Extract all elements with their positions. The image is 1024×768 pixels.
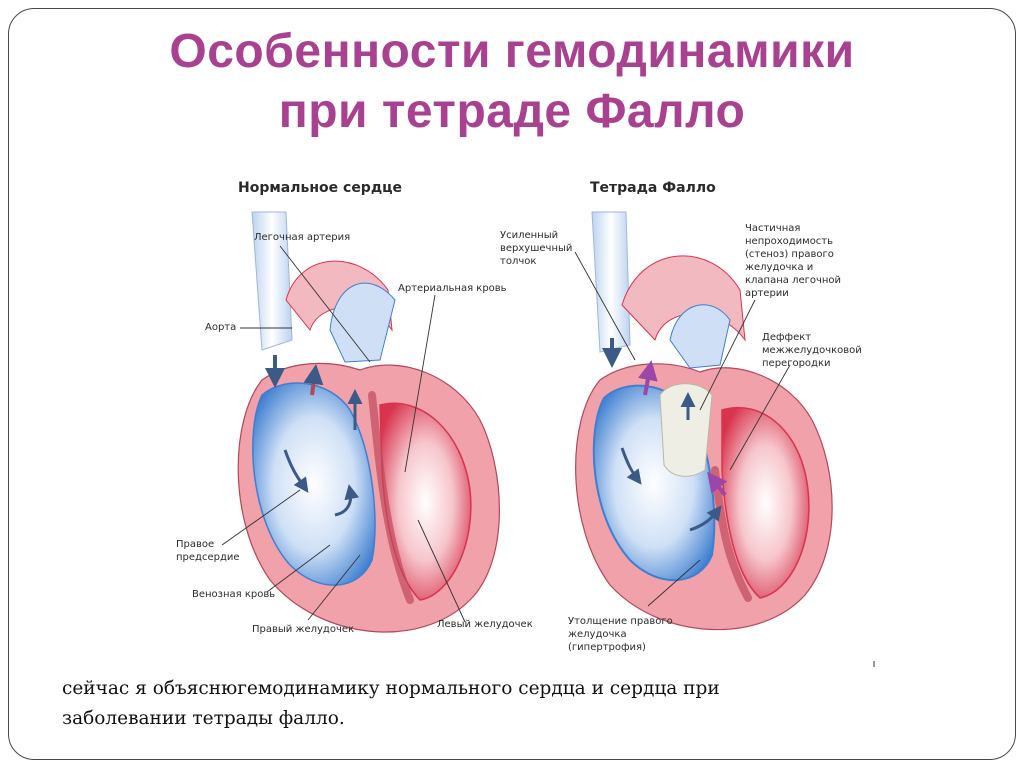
label-stenosis-line-4: желудочка и <box>745 262 814 273</box>
label-venous-blood: Венозная кровь <box>192 589 276 600</box>
label-stenosis-line-2: непроходимость <box>745 236 834 247</box>
slide-title-line-2: при тетраде Фалло <box>278 85 746 138</box>
label-aorta: Аорта <box>205 322 237 333</box>
decorative-mark <box>873 661 875 667</box>
normal-arrow-right-ventricle <box>334 484 360 517</box>
label-apical-impulse: Усиленный верхушечный толчок <box>500 229 572 268</box>
normal-superior-vena-cava <box>251 211 293 351</box>
normal-heart-illustration <box>221 211 500 633</box>
label-hypertrophy-line-2: желудочка <box>568 629 627 640</box>
label-stenosis-line-5: клапана легочной <box>745 275 842 286</box>
label-hypertrophy-line-3: (гипертрофия) <box>568 642 646 653</box>
label-septal-defect: Деффект межжелудочковой перегородки <box>762 331 862 370</box>
slide-caption: сейчас я объяснюгемодинамику нормального… <box>62 674 882 734</box>
label-right-atrium-line-2: предсердие <box>176 552 240 563</box>
caption-line-2: заболевании тетрады фалло. <box>62 708 345 729</box>
label-stenosis-line-6: артерии <box>745 288 789 299</box>
label-right-atrium-line-1: Правое <box>176 539 215 550</box>
label-hypertrophy: Утолщение правого желудочка (гипертрофия… <box>568 615 673 654</box>
tof-pulmonary-stenosis <box>659 383 713 477</box>
tof-superior-vena-cava <box>591 211 631 353</box>
normal-arrow-aorta-outflow <box>303 364 324 396</box>
tof-aorta-arch <box>621 255 746 342</box>
tetralogy-heading: Тетрада Фалло <box>590 180 716 196</box>
normal-arrow-right-atrium <box>283 449 309 493</box>
label-arterial-blood: Артериальная кровь <box>398 283 507 294</box>
tof-arrow-overriding-aorta <box>637 360 658 396</box>
label-apical-impulse-line-2: верхушечный <box>500 243 573 254</box>
label-hypertrophy-line-1: Утолщение правого <box>568 616 673 627</box>
normal-pulmonary-trunk <box>329 282 396 363</box>
label-apical-impulse-line-1: Усиленный <box>500 230 559 241</box>
tof-arrow-right-ventricle <box>689 505 722 532</box>
label-septal-defect-line-3: перегородки <box>762 358 831 369</box>
normal-leader-lines <box>221 245 466 623</box>
normal-septum <box>368 391 414 604</box>
tetralogy-heart-illustration <box>574 211 833 631</box>
tof-leader-lines <box>574 251 791 607</box>
label-apical-impulse-line-3: толчок <box>500 256 537 267</box>
caption-line-1: сейчас я объяснюгемодинамику нормального… <box>62 678 720 699</box>
label-right-atrium: Правое предсердие <box>176 538 240 564</box>
label-pulmonary-artery: Легочная артерия <box>254 232 351 243</box>
label-stenosis: Частичная непроходимость (стеноз) правог… <box>745 222 841 300</box>
slide-title-line-1: Особенности гемодинамики <box>169 25 855 78</box>
slide-title: Особенности гемодинамики при тетраде Фал… <box>0 22 1024 142</box>
tof-arrow-right-atrium <box>620 447 642 485</box>
label-septal-defect-line-1: Деффект <box>762 332 812 343</box>
label-left-ventricle: Левый желудочек <box>437 619 533 630</box>
slide-frame <box>8 8 1016 760</box>
normal-right-heart-chambers <box>252 382 376 586</box>
normal-heart-heading: Нормальное сердце <box>238 180 403 196</box>
label-right-ventricle: Правый желудочек <box>252 624 355 635</box>
label-stenosis-line-1: Частичная <box>745 223 801 234</box>
label-septal-defect-line-2: межжелудочковой <box>762 345 862 356</box>
tof-arrow-septal-shunt <box>707 471 728 497</box>
normal-aorta-arch <box>285 260 393 332</box>
tof-left-heart-chambers <box>721 406 810 599</box>
label-stenosis-line-3: (стеноз) правого <box>745 249 834 260</box>
tof-pulmonary-trunk <box>669 304 731 369</box>
